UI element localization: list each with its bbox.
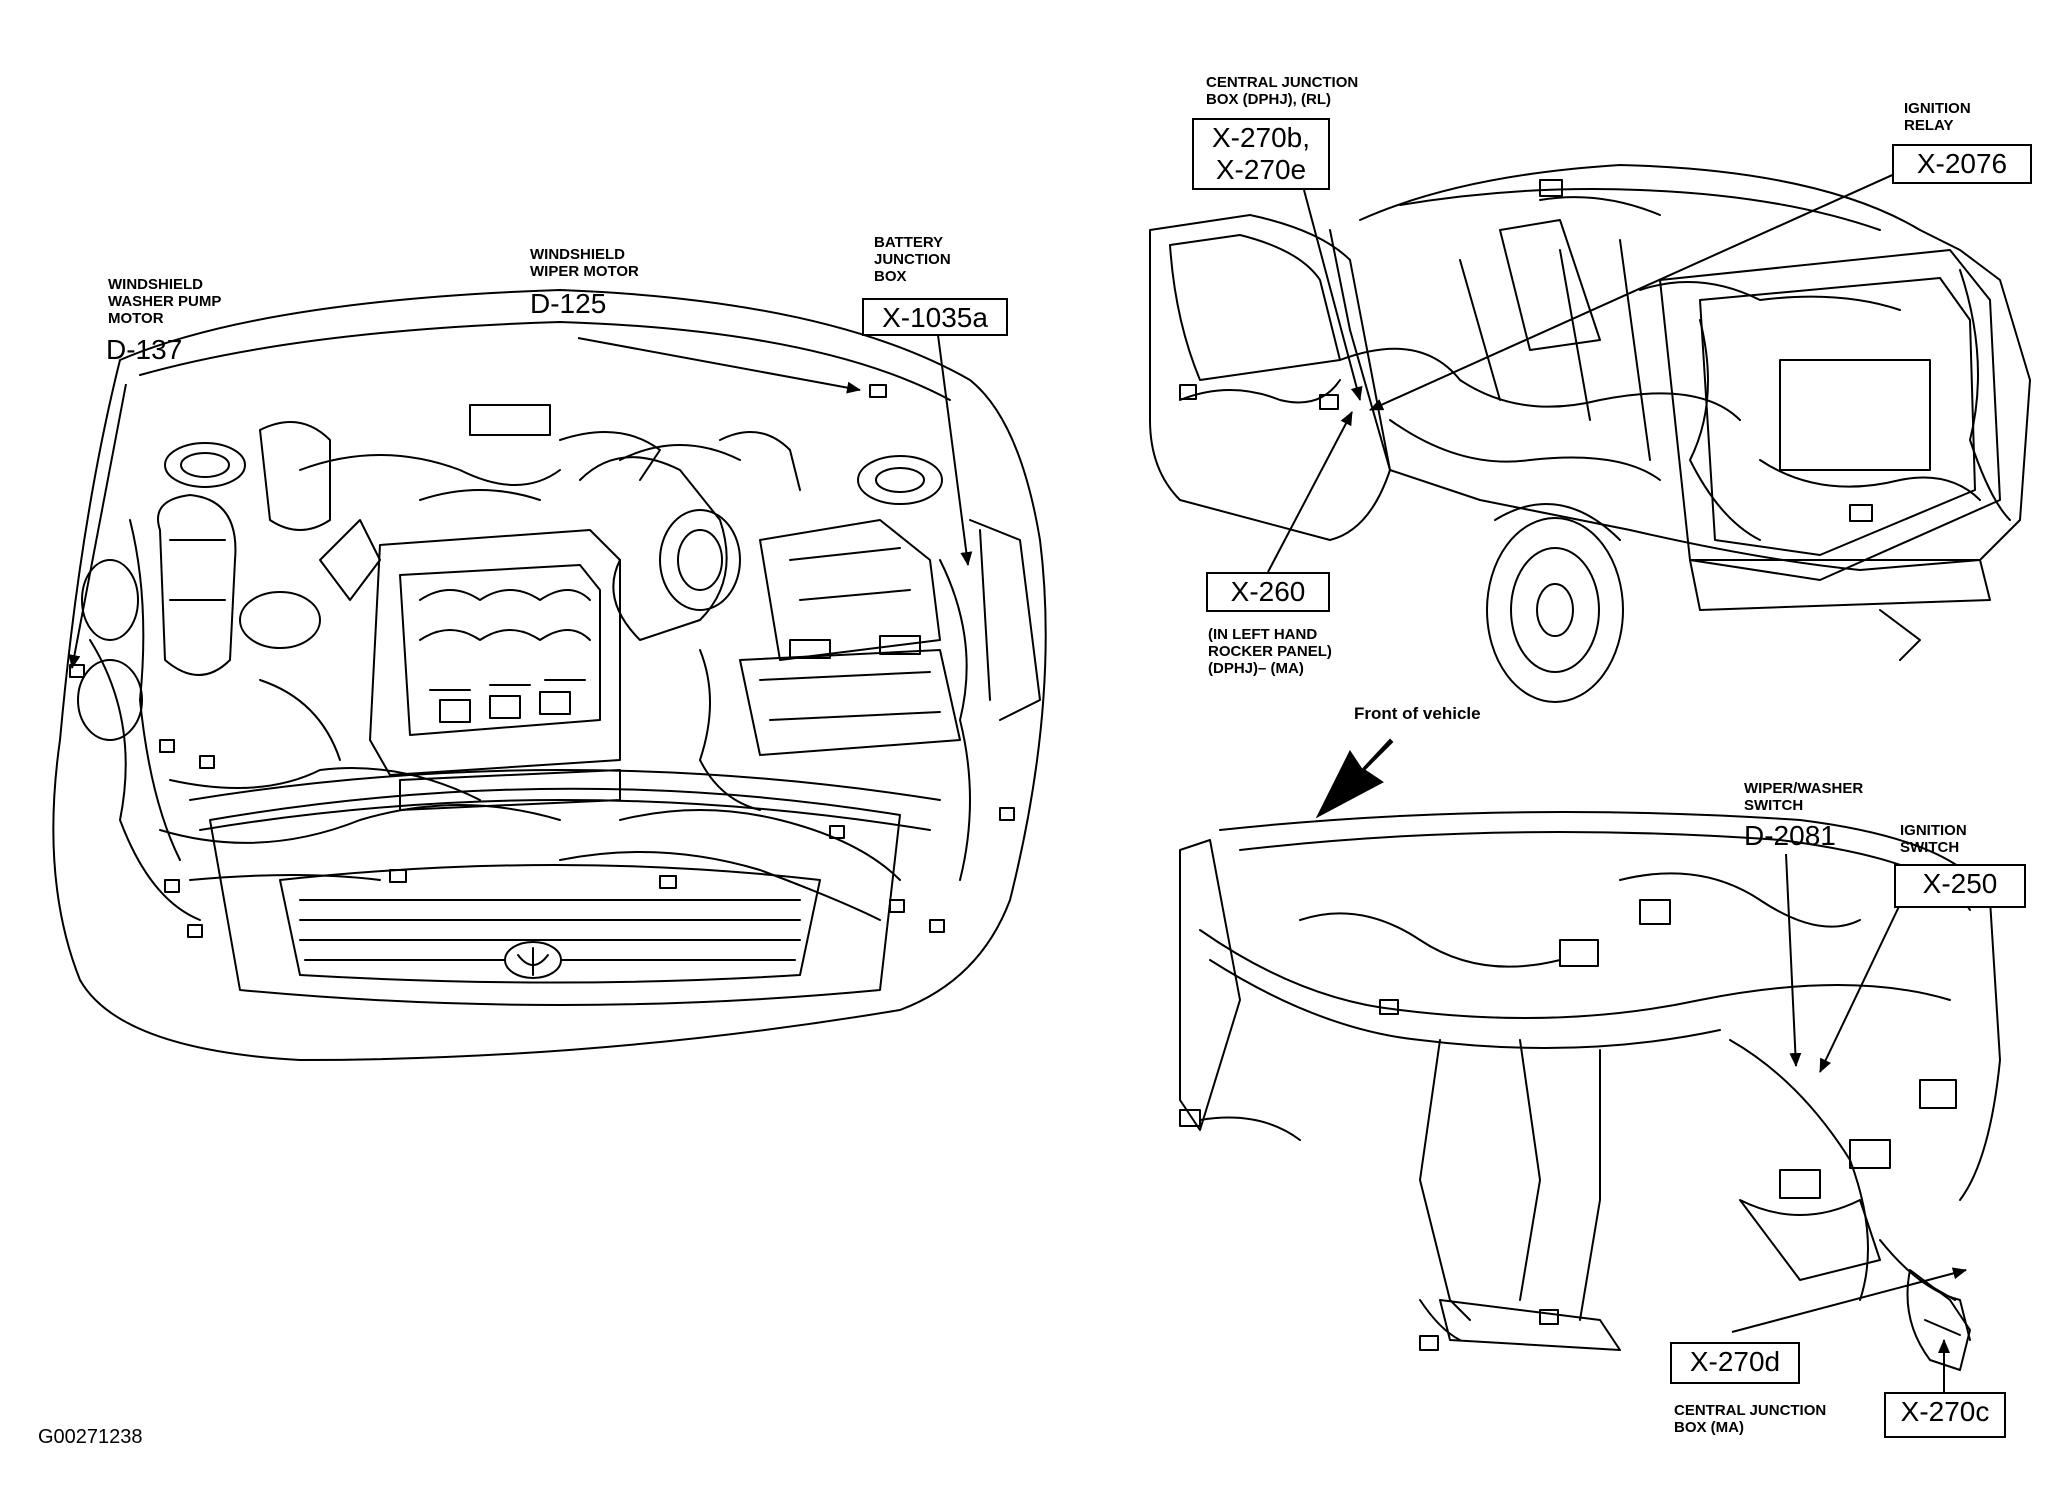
central-junction-top-code: X-270b, X-270e	[1192, 118, 1330, 190]
vehicle-body-drawing	[1149, 164, 2031, 703]
washer-pump-label: WINDSHIELD WASHER PUMP MOTOR	[108, 276, 222, 327]
connector-c-code: X-270c	[1884, 1392, 2006, 1438]
instrument-panel-drawing	[1179, 811, 2001, 1371]
ignition-switch-label: IGNITION SWITCH	[1900, 822, 1967, 856]
rocker-panel-code: X-260	[1206, 572, 1330, 612]
front-of-vehicle-label: Front of vehicle	[1354, 704, 1481, 723]
central-junction-bottom-code: X-270d	[1670, 1342, 1800, 1384]
wiper-switch-label: WIPER/WASHER SWITCH	[1744, 780, 1864, 814]
wiper-motor-code: D-125	[530, 288, 607, 319]
leader-lines	[68, 167, 1967, 1412]
battery-junction-label: BATTERY JUNCTION BOX	[874, 234, 951, 285]
central-junction-bottom-label: CENTRAL JUNCTION BOX (MA)	[1674, 1402, 1827, 1436]
central-junction-top-label: CENTRAL JUNCTION BOX (DPHJ), (RL)	[1206, 74, 1359, 108]
washer-pump-code: D-137	[106, 334, 183, 365]
wiper-switch-code: D-2081	[1744, 820, 1836, 851]
rocker-panel-label: (IN LEFT HAND ROCKER PANEL) (DPHJ)– (MA)	[1208, 626, 1332, 677]
battery-junction-code: X-1035a	[862, 298, 1008, 336]
ignition-relay-label: IGNITION RELAY	[1904, 100, 1971, 134]
engine-bay-drawing	[52, 289, 1047, 1061]
ignition-relay-code: X-2076	[1892, 144, 2032, 184]
front-of-vehicle-arrow	[1315, 738, 1394, 819]
ignition-switch-code: X-250	[1894, 864, 2026, 908]
figure-id: G00271238	[38, 1426, 143, 1448]
wiper-motor-label: WINDSHIELD WIPER MOTOR	[530, 246, 639, 280]
